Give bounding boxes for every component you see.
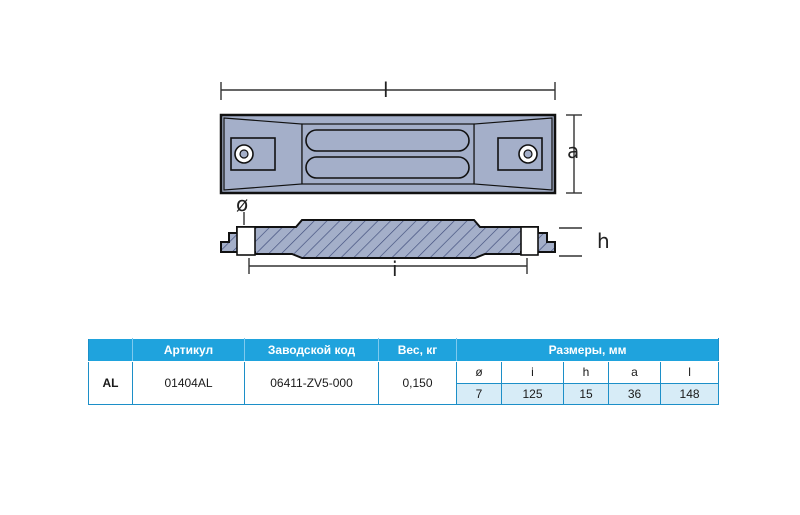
header-factory-code: Заводской код xyxy=(244,338,379,362)
header-weight: Вес, кг xyxy=(378,338,457,362)
dim-value-diameter: 7 xyxy=(456,382,502,405)
top-view xyxy=(219,113,557,195)
label-hole-diameter: ø xyxy=(236,192,248,216)
side-view xyxy=(220,219,556,259)
label-length: l xyxy=(383,78,389,102)
header-type xyxy=(88,338,133,362)
dim-value-a: 36 xyxy=(608,382,661,405)
anode-body-section xyxy=(220,219,556,259)
dim-value-h: 15 xyxy=(563,382,609,405)
groove-upper xyxy=(305,129,470,152)
dim-header-diameter: ø xyxy=(456,361,502,384)
dimension-values-row: 7 125 15 36 148 xyxy=(89,382,720,405)
bolt-insert-left xyxy=(236,226,256,256)
bolt-insert-right xyxy=(520,226,539,256)
table-header-row: Артикул Заводской код Вес, кг Размеры, м… xyxy=(88,338,720,362)
label-hole-spacing: i xyxy=(392,257,398,281)
dim-value-l: 148 xyxy=(659,382,720,405)
label-height: h xyxy=(597,229,610,253)
spec-table: Артикул Заводской код Вес, кг Размеры, м… xyxy=(88,338,720,405)
header-dimensions: Размеры, мм xyxy=(455,338,720,362)
dim-header-a: a xyxy=(608,361,661,384)
dim-header-h: h xyxy=(563,361,609,384)
dim-header-i: i xyxy=(501,361,564,384)
dim-value-i: 125 xyxy=(501,382,564,405)
label-width: a xyxy=(567,139,579,163)
cell-type: AL xyxy=(88,361,133,405)
cell-weight: 0,150 xyxy=(378,361,457,405)
dimension-lines xyxy=(220,82,582,274)
dim-header-l: l xyxy=(659,361,720,384)
mount-hole-right-inner xyxy=(523,149,533,159)
anode-technical-drawing: l a h ø i xyxy=(219,78,610,281)
groove-lower xyxy=(305,156,470,179)
cell-article: 01404AL xyxy=(132,361,245,405)
header-article: Артикул xyxy=(132,338,245,362)
mount-hole-left-inner xyxy=(239,149,249,159)
cell-factory-code: 06411-ZV5-000 xyxy=(244,361,379,405)
table-row: AL 01404AL 06411-ZV5-000 0,150 ø i h a l xyxy=(88,361,720,405)
